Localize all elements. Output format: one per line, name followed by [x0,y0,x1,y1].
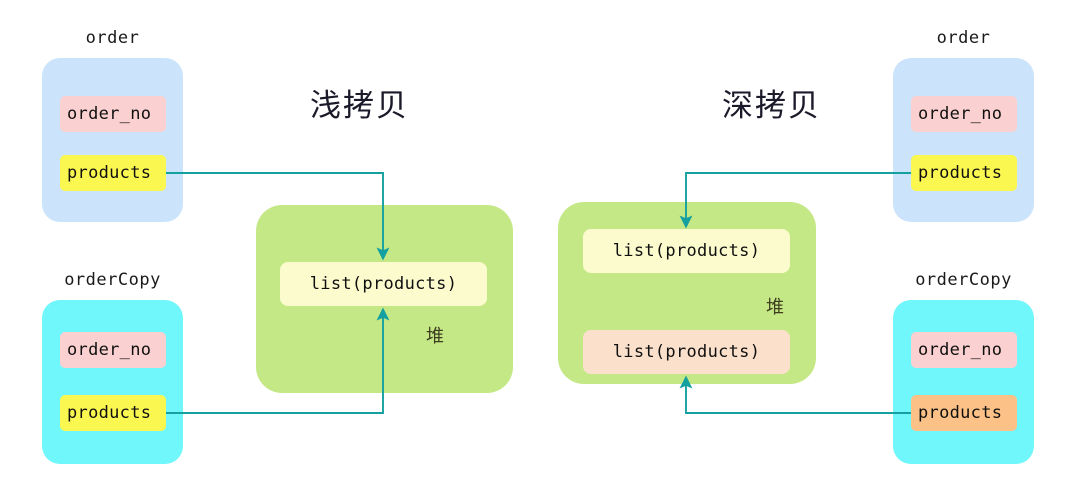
field-products-shallow-ordercopy: products [60,395,166,431]
object-label-ordercopy-shallow: orderCopy [64,270,161,290]
field-order-no-shallow-ordercopy: order_no [60,332,166,368]
heap-tag-deep: 堆 [766,297,784,318]
arrow-deep-ordercopy-to-heap-copy [679,375,911,414]
heap-cell-list-products-deep-copy: list(products) [583,330,790,374]
section-title-deep-copy: 深拷贝 [722,88,821,124]
field-products-deep-order: products [911,155,1017,191]
field-products-deep-ordercopy: products [911,395,1017,431]
object-box-ordercopy-deep [893,300,1034,464]
section-title-shallow-copy: 浅拷贝 [310,88,409,124]
arrow-shallow-order-to-heap [166,172,390,261]
arrow-deep-order-to-heap-original [679,172,911,229]
object-label-order-deep: order [936,28,991,48]
object-label-ordercopy-deep: orderCopy [915,270,1012,290]
object-box-order-shallow [42,58,183,222]
heap-cell-list-products-shallow: list(products) [280,262,487,306]
field-products-shallow-order: products [60,155,166,191]
object-box-ordercopy-shallow [42,300,183,464]
arrow-shallow-ordercopy-to-heap [166,307,390,414]
heap-tag-shallow: 堆 [426,326,444,347]
field-order-no-deep-order: order_no [911,96,1017,132]
field-order-no-deep-ordercopy: order_no [911,332,1017,368]
object-label-order-shallow: order [85,28,140,48]
heap-cell-list-products-deep-original: list(products) [583,229,790,273]
field-order-no-shallow-order: order_no [60,96,166,132]
object-box-order-deep [893,58,1034,222]
